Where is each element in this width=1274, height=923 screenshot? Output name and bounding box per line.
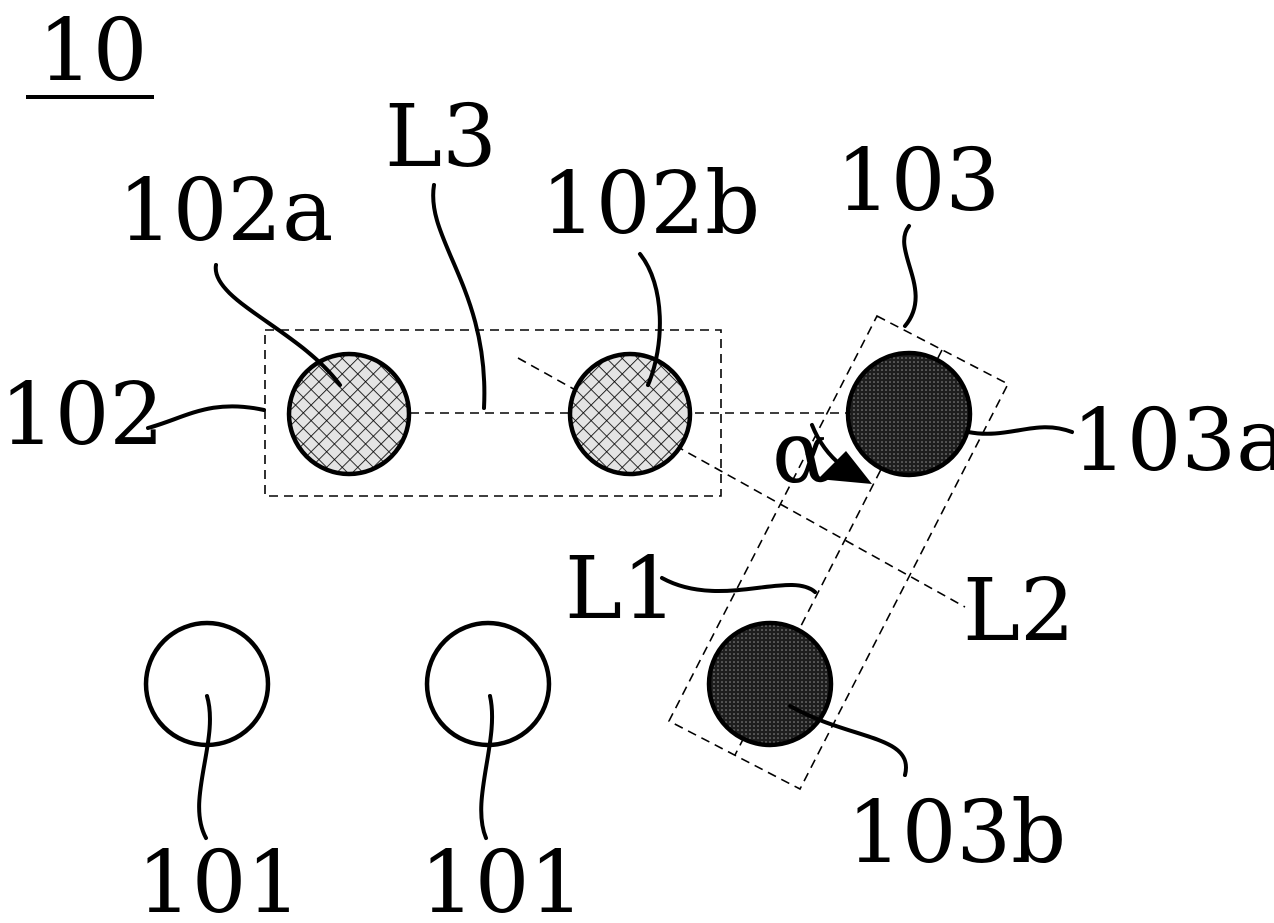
leader-L1: [660, 576, 817, 594]
label-L1: L1: [565, 539, 677, 639]
leader-L3: [431, 183, 487, 410]
pad-101-right: [424, 620, 552, 748]
figure-number: 10: [38, 1, 147, 101]
pad-102a: [286, 351, 412, 477]
leader-101-left: [197, 694, 212, 840]
line-L2: [517, 357, 966, 608]
label-103a: 103a: [1072, 391, 1274, 491]
pad-103b: [706, 620, 834, 748]
label-101-left: 101: [137, 833, 301, 923]
angle-arrowhead: [818, 451, 872, 484]
label-alpha: α: [772, 403, 830, 503]
label-L3: L3: [385, 87, 497, 187]
leader-102b: [638, 252, 662, 387]
label-103: 103: [836, 131, 1000, 231]
pad-101-left: [143, 620, 271, 748]
leader-103a: [966, 425, 1074, 436]
leader-102: [146, 404, 266, 430]
label-103b: 103b: [847, 783, 1066, 883]
leader-101-right: [479, 694, 495, 840]
label-101-right: 101: [420, 833, 584, 923]
leader-102a: [213, 263, 342, 387]
pad-102b: [567, 351, 693, 477]
label-102: 102: [0, 365, 164, 465]
label-102a: 102a: [118, 161, 333, 261]
leader-103: [902, 224, 918, 328]
leader-103b: [788, 704, 909, 777]
label-L2: L2: [963, 561, 1075, 661]
pad-103a: [845, 350, 973, 478]
label-102b: 102b: [541, 154, 760, 254]
group-103-outline: [667, 314, 1010, 791]
group-102-outline: [264, 329, 722, 497]
